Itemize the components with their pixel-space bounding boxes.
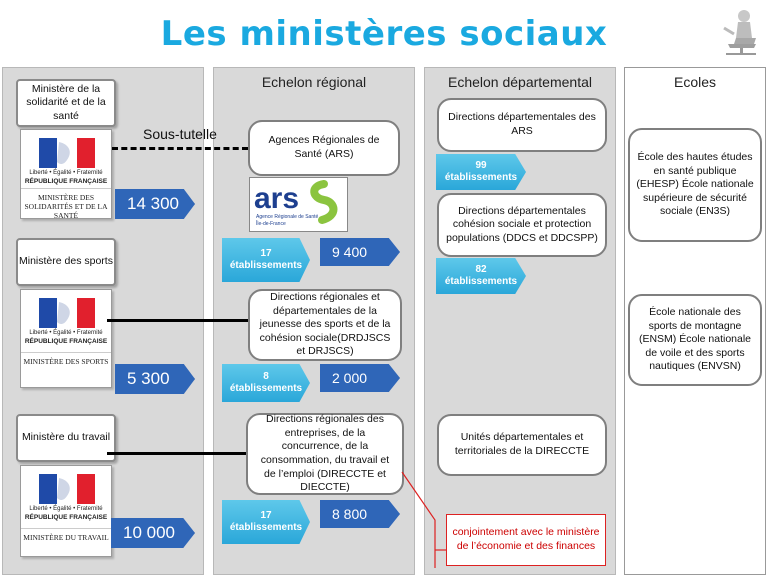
regional-box-drdjscs: Directions régionales et départementales… xyxy=(248,289,402,361)
regional-staff-arrow: 8 800 xyxy=(320,500,400,528)
regional-staff-arrow: 2 000 xyxy=(320,364,400,392)
ministry-box-sports: Ministère des sports xyxy=(16,238,116,286)
regional-staff-count: 8 800 xyxy=(332,506,368,522)
regional-box-ars: Agences Régionales de Santé (ARS) xyxy=(248,120,400,176)
dept-box-ddcs: Directions départementales cohésion soci… xyxy=(437,193,607,257)
ecoles-column-header: Ecoles xyxy=(673,74,717,90)
etablissements-arrow: 82 établissements xyxy=(436,258,526,294)
etablissements-count: 8 xyxy=(263,370,269,382)
ministry-box-travail: Ministère du travail xyxy=(16,414,116,462)
regional-column-header: Echelon régional xyxy=(261,74,367,90)
logo-motto: Liberté • Égalité • Fraternité xyxy=(29,330,103,336)
etablissements-arrow: 8 établissements xyxy=(222,364,310,402)
regional-staff-count: 9 400 xyxy=(332,244,368,260)
etablissements-label: établissements xyxy=(444,172,518,183)
dept-box-label: Directions départementales cohésion soci… xyxy=(446,204,598,244)
dept-box-label: Directions départementales des ARS xyxy=(448,111,596,137)
ars-logo-text: ars xyxy=(254,182,299,215)
ministry-label: Ministère des sports xyxy=(19,255,113,268)
etablissements-arrow: 99 établissements xyxy=(436,154,526,190)
etablissements-arrow: 17 établissements xyxy=(222,500,310,544)
logo-ministry-name: MINISTÈRE DES SOLIDARITÉS ET DE LA SANTÉ xyxy=(21,188,111,220)
staff-count: 14 300 xyxy=(127,194,179,213)
red-note-text: conjointement avec le ministère de l’éco… xyxy=(452,526,600,552)
connector-line-sports xyxy=(107,319,249,322)
regional-staff-count: 2 000 xyxy=(332,370,368,386)
regional-box-label: Directions régionales des entreprises, d… xyxy=(260,413,390,494)
page-title: Les ministères sociaux xyxy=(160,14,608,54)
staff-count: 10 000 xyxy=(123,523,175,542)
ecole-label: École des hautes études en santé publiqu… xyxy=(636,150,754,218)
marianne-flag-icon xyxy=(39,298,95,328)
staff-count-arrow: 14 300 xyxy=(115,189,195,219)
red-note: conjointement avec le ministère de l’éco… xyxy=(446,514,606,566)
etablissements-count: 17 xyxy=(260,509,272,521)
ministry-label: Ministère du travail xyxy=(21,431,111,444)
ecole-box-sante: École des hautes études en santé publiqu… xyxy=(628,128,762,242)
ministry-box-sante: Ministère de la solidarité et de la sant… xyxy=(16,79,116,127)
dept-box-ars: Directions départementales des ARS xyxy=(437,98,607,152)
staff-count: 5 300 xyxy=(127,369,170,388)
ecole-box-sports: École nationale des sports de montagne (… xyxy=(628,294,762,386)
logo-ministry-name: MINISTÈRE DES SPORTS xyxy=(21,352,111,366)
etablissements-count: 17 xyxy=(260,247,272,259)
etablissements-count: 99 xyxy=(475,159,487,171)
regional-staff-arrow: 9 400 xyxy=(320,238,400,266)
etablissements-count: 82 xyxy=(475,263,487,275)
marianne-flag-icon xyxy=(39,138,95,168)
logo-ministere-travail: Liberté • Égalité • Fraternité RÉPUBLIQU… xyxy=(20,465,112,557)
logo-motto: Liberté • Égalité • Fraternité xyxy=(29,170,103,176)
logo-republique: RÉPUBLIQUE FRANÇAISE xyxy=(24,338,108,345)
thinker-figure-icon xyxy=(723,10,756,55)
dept-box-label: Unités départementales et territoriales … xyxy=(454,431,590,457)
sous-tutelle-dashed-line xyxy=(112,147,248,150)
regional-box-direccte: Directions régionales des entreprises, d… xyxy=(246,413,404,495)
staff-count-arrow: 5 300 xyxy=(115,364,195,394)
etablissements-label: établissements xyxy=(444,276,518,287)
connector-line-travail xyxy=(107,452,249,455)
regional-box-label: Directions régionales et départementales… xyxy=(259,290,391,358)
logo-ministry-name: MINISTÈRE DU TRAVAIL xyxy=(21,528,111,542)
etablissements-label: établissements xyxy=(229,383,303,394)
etablissements-label: établissements xyxy=(229,522,303,533)
logo-ministere-sante: Liberté • Égalité • Fraternité RÉPUBLIQU… xyxy=(20,129,112,220)
logo-republique: RÉPUBLIQUE FRANÇAISE xyxy=(24,514,108,521)
sous-tutelle-label: Sous-tutelle xyxy=(143,126,217,142)
ministry-label: Ministère de la solidarité et de la sant… xyxy=(26,83,106,122)
ars-logo-sub2: Île-de-France xyxy=(255,220,286,227)
logo-ministere-sports: Liberté • Égalité • Fraternité RÉPUBLIQU… xyxy=(20,289,112,388)
staff-count-arrow: 10 000 xyxy=(111,518,195,548)
regional-box-label: Agences Régionales de Santé (ARS) xyxy=(268,134,380,160)
dept-box-direccte: Unités départementales et territoriales … xyxy=(437,414,607,476)
departemental-column-header: Echelon départemental xyxy=(448,74,592,90)
logo-motto: Liberté • Égalité • Fraternité xyxy=(29,506,103,512)
etablissements-label: établissements xyxy=(229,260,303,271)
ars-logo: ars Agence Régionale de Santé Île-de-Fra… xyxy=(249,177,348,232)
ars-logo-icon: ars Agence Régionale de Santé Île-de-Fra… xyxy=(254,180,338,227)
ecole-label: École nationale des sports de montagne (… xyxy=(638,305,752,373)
etablissements-arrow: 17 établissements xyxy=(222,238,310,282)
ars-logo-sub1: Agence Régionale de Santé xyxy=(256,214,318,220)
marianne-flag-icon xyxy=(39,474,95,504)
red-connector-line xyxy=(401,471,448,568)
logo-republique: RÉPUBLIQUE FRANÇAISE xyxy=(24,178,108,185)
